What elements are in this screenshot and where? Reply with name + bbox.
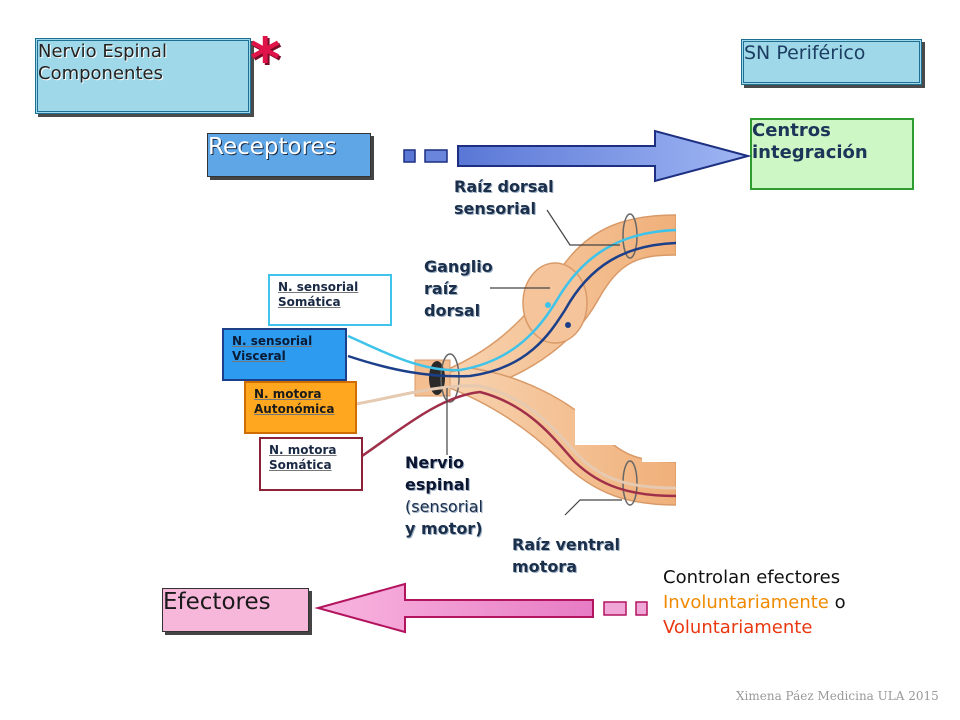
neuron-3-line-1: N. motora: [254, 387, 322, 401]
title-box: Nervio Espinal Componentes: [35, 38, 251, 114]
control-text: Controlan efectores Involuntariamente o …: [663, 565, 846, 640]
centros-line-1: Centros: [752, 120, 831, 141]
raiz-dorsal-line-2: sensorial: [454, 199, 536, 218]
spinal-nerve-illustration: [347, 200, 736, 530]
title-line-2: Componentes: [38, 63, 163, 84]
centros-line-2: integración: [752, 142, 868, 163]
nervio-espinal-line-1: Nervio: [405, 453, 465, 472]
control-o: o: [828, 592, 846, 613]
ganglio-line-2: raíz: [424, 279, 458, 298]
control-voluntario: Voluntariamente: [663, 617, 813, 638]
raiz-ventral-label: Raíz ventral motora: [512, 534, 620, 578]
neuron-sensorial-somatica-box: N. sensorial Somática: [268, 274, 392, 326]
neuron-4-line-1: N. motora: [269, 443, 337, 457]
raiz-ventral-line-1: Raíz ventral: [512, 535, 620, 554]
neuron-2-line-1: N. sensorial: [232, 334, 313, 348]
neuron-motora-somatica-box: N. motora Somática: [259, 437, 363, 491]
control-line-1: Controlan efectores: [663, 567, 841, 588]
nervio-espinal-line-3: (sensorial: [405, 497, 483, 516]
nervio-espinal-label: Nervio espinal (sensorial y motor): [405, 452, 483, 540]
ganglio-label: Ganglio raíz dorsal: [424, 256, 493, 322]
fiber-sensory-somatic: [347, 228, 677, 372]
credit-footer: Ximena Páez Medicina ULA 2015: [736, 689, 939, 703]
sn-periferico-box: SN Periférico: [741, 39, 922, 85]
nervio-espinal-line-2: espinal: [405, 475, 470, 494]
ganglio-line-3: dorsal: [424, 301, 481, 320]
ganglio-line-1: Ganglio: [424, 257, 493, 276]
receptores-box: Receptores: [207, 133, 371, 177]
asterisk-mark: *: [250, 25, 281, 93]
neuron-3-line-2: Autonómica: [254, 402, 335, 416]
neuron-1-line-1: N. sensorial: [278, 280, 359, 294]
raiz-dorsal-label: Raíz dorsal sensorial: [454, 176, 554, 220]
fiber-motor-autonomic: [355, 384, 677, 490]
nervio-espinal-line-4: y motor): [405, 519, 483, 538]
raiz-dorsal-line-1: Raíz dorsal: [454, 177, 554, 196]
efferent-arrow: [314, 582, 648, 634]
neuron-sensorial-visceral-box: N. sensorial Visceral: [222, 328, 347, 381]
efectores-label: Efectores: [163, 589, 271, 615]
fiber-sensory-visceral: [347, 241, 677, 378]
raiz-ventral-line-2: motora: [512, 557, 577, 576]
receptores-label: Receptores: [208, 134, 337, 160]
fiber-motor-somatic: [361, 390, 677, 498]
control-involuntario: Involuntariamente: [663, 592, 829, 613]
afferent-arrow: [403, 129, 752, 183]
neuron-motora-autonomica-box: N. motora Autonómica: [244, 381, 357, 434]
centros-integracion-box: Centros integración: [750, 118, 914, 190]
efectores-box: Efectores: [162, 588, 309, 632]
neuron-1-line-2: Somática: [278, 295, 341, 309]
neuron-4-line-2: Somática: [269, 458, 332, 472]
sn-periferico-label: SN Periférico: [744, 42, 866, 64]
title-line-1: Nervio Espinal: [38, 41, 167, 62]
neuron-2-line-2: Visceral: [232, 349, 286, 363]
